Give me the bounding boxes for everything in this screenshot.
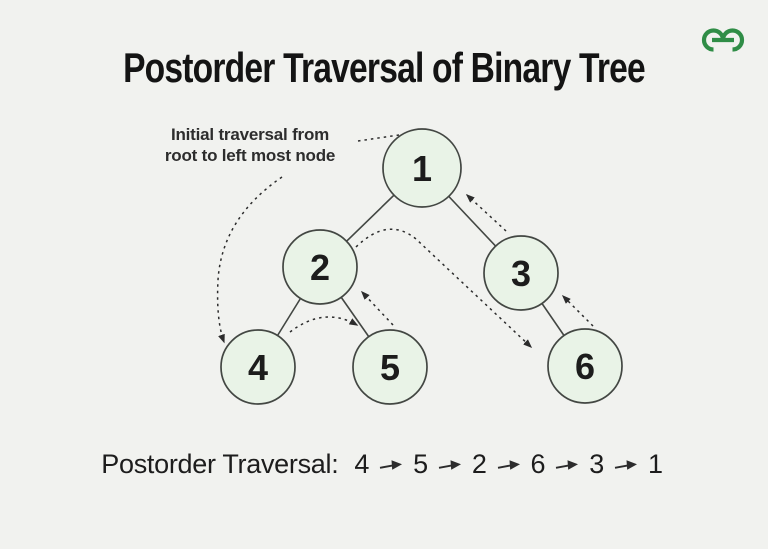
tree-node-2: 2 [282,229,358,305]
traversal-result: Postorder Traversal: 4 5 2 6 3 1 [0,444,768,484]
node-5-circle [352,329,428,405]
sequence-arrow-icon [497,460,520,470]
sequence-node-4: 4 [354,448,370,479]
node-4-circle [220,329,296,405]
node-1-label: 1 [412,148,432,189]
sequence-arrow-icon [379,460,403,470]
sequence-node-1: 1 [647,448,663,479]
node-1-circle [382,128,462,208]
tree-node-4: 4 [220,329,296,405]
annotation-line-1: Initial traversal from [170,125,330,144]
node-3-circle [483,235,559,311]
node-6-circle [547,328,623,404]
sequence-arrow-icon [614,460,637,470]
dotted-arrow-annotation-to-node-4 [216,176,283,344]
sequence-arrow-icon [556,460,579,470]
page-title: Postorder Traversal of Binary Tree [123,44,646,91]
tree-node-1: 1 [382,128,462,208]
annotation-text: Initial traversal from root to left most… [146,124,354,166]
annotation-line-2: root to left most node [164,146,336,165]
dotted-arrow-node-4-to-node-5 [289,316,359,333]
sequence-node-6: 6 [530,448,546,479]
node-3-label: 3 [511,253,531,294]
tree-node-3: 3 [483,235,559,311]
sequence-node-3: 3 [589,448,604,479]
dotted-arrow-node-6-to-node-3 [561,294,594,327]
node-2-circle [282,229,358,305]
geeksforgeeks-logo-icon [699,25,747,55]
node-6-label: 6 [575,346,595,387]
dotted-arrow-node-5-to-node-2 [360,290,394,326]
node-4-label: 4 [248,347,268,388]
tree-node-6: 6 [547,328,623,404]
sequence-arrow-icon [438,460,461,470]
node-5-label: 5 [380,347,400,388]
traversal-sequence: 4 5 2 6 3 1 [350,449,666,480]
sequence-node-2: 2 [471,448,487,479]
traversal-arrows [216,134,594,349]
dotted-arrow-node-2-to-node-6 [355,228,533,349]
traversal-result-label: Postorder Traversal: [101,448,339,479]
dotted-link-annotation-to-node-1 [357,134,400,142]
dotted-arrow-node-3-to-node-1 [465,193,507,232]
sequence-node-5: 5 [413,448,428,479]
tree-node-5: 5 [352,329,428,405]
node-2-label: 2 [310,247,330,288]
